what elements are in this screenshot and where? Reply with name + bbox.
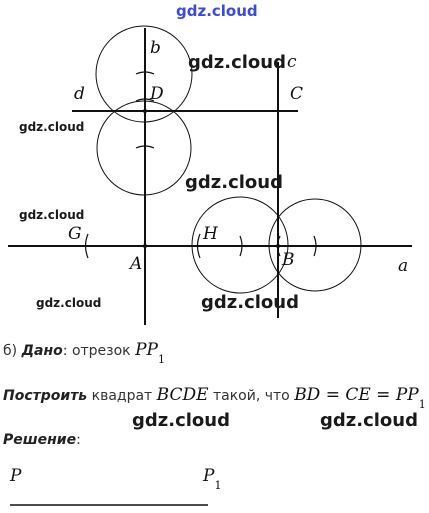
watermark: gdz.cloud — [36, 296, 102, 310]
arc-mark-top — [135, 71, 155, 75]
solution-colon: : — [76, 432, 81, 448]
label-p1: P1 — [203, 466, 221, 492]
watermark: gdz.cloud — [320, 410, 418, 431]
arc-mark-lower — [135, 145, 155, 149]
point-a — [143, 244, 147, 248]
construct-text2: такой, что — [208, 388, 290, 404]
watermark-top: gdz.cloud — [176, 2, 258, 20]
watermark: gdz.cloud — [19, 208, 85, 222]
given-text: : отрезок — [62, 343, 131, 359]
given-label: Дано — [21, 343, 63, 359]
point-b — [276, 244, 280, 248]
label-c-line: c — [287, 52, 297, 72]
watermark: gdz.cloud — [201, 292, 299, 313]
given-prefix: б) — [3, 343, 18, 359]
construct-text: квадрат — [87, 388, 153, 404]
construct-label: Построить — [3, 388, 88, 404]
label-a-line: a — [398, 256, 409, 276]
label-b-line: b — [150, 38, 161, 58]
arc-mark-g — [84, 233, 89, 259]
point-d — [143, 109, 147, 113]
solution-label: Решение — [3, 432, 77, 448]
watermark: gdz.cloud — [188, 52, 286, 73]
watermark: gdz.cloud — [19, 120, 85, 134]
label-point-c: C — [290, 84, 304, 104]
watermark: gdz.cloud — [185, 172, 283, 193]
label-p: P — [10, 466, 22, 486]
construct-sub: 1 — [418, 398, 426, 411]
label-p1-sub: 1 — [214, 479, 222, 492]
construct-math-eq: BD = CE = PP — [294, 385, 419, 405]
label-point-b: B — [282, 250, 295, 270]
solution-line: Решение: — [3, 432, 81, 448]
given-line: б) Дано: отрезок PP1 — [3, 340, 165, 366]
given-sub: 1 — [157, 353, 165, 366]
arc-mark-right — [313, 235, 317, 257]
arc-mark-mid — [239, 235, 243, 257]
label-point-d: D — [150, 84, 164, 104]
label-point-h: H — [203, 224, 218, 244]
given-math: PP — [135, 340, 158, 360]
label-point-g: G — [68, 224, 82, 244]
arc-mark-d — [135, 98, 155, 102]
label-d-line: d — [74, 84, 85, 104]
label-p1-main: P — [203, 466, 215, 486]
construct-math-bcde: BCDE — [156, 385, 209, 405]
label-point-a: A — [130, 254, 143, 274]
arc-mark-h — [196, 233, 201, 259]
construct-line: Построить квадрат BCDE такой, что BD = C… — [3, 385, 426, 411]
watermark: gdz.cloud — [132, 410, 230, 431]
